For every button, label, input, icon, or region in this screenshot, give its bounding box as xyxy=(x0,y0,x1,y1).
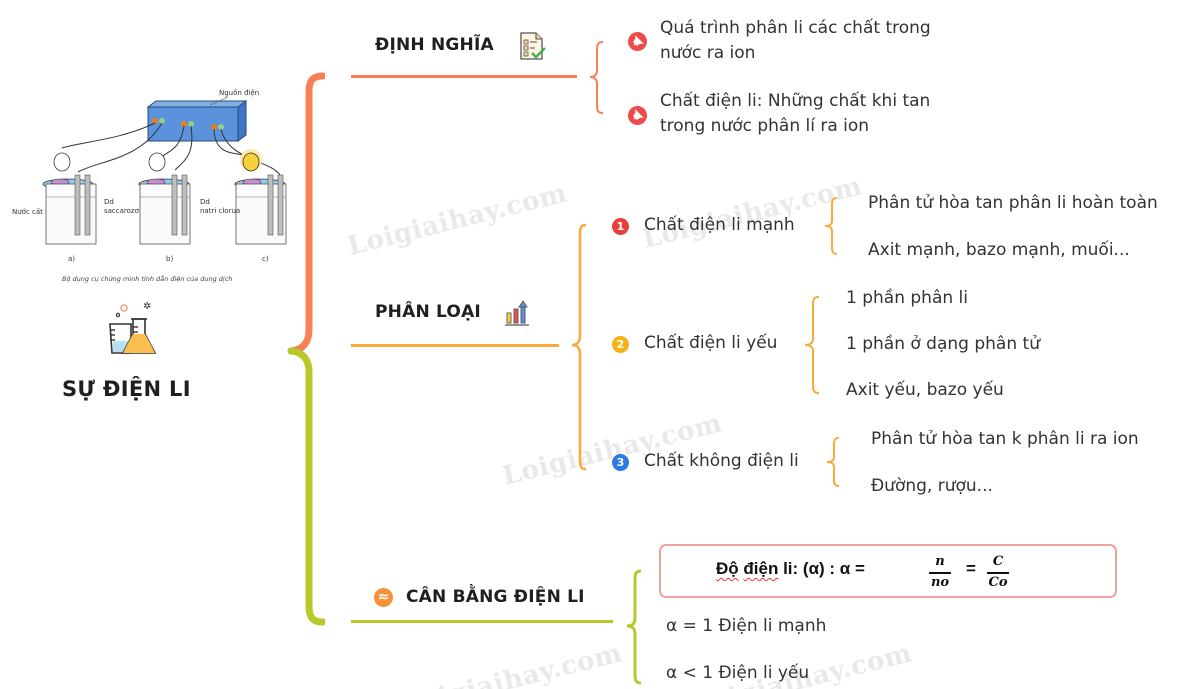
class-strong-detail-2: Axit mạnh, bazo mạnh, muối... xyxy=(868,240,1130,260)
beaker-b-label-1: Dd xyxy=(104,198,114,206)
beaker-b-label-2: saccarozơ xyxy=(104,207,139,215)
pin-icon xyxy=(628,32,647,51)
fraction-2-denominator: Co xyxy=(988,574,1008,590)
fraction-c-over-co: C Co xyxy=(987,554,1009,590)
beaker-c-label-1: Dd xyxy=(200,198,210,206)
fraction-1-numerator: n xyxy=(935,554,945,569)
degree-of-ionization-formula: Độ điện li: (α) : α = n no = C Co xyxy=(659,544,1117,598)
definition-title: ĐỊNH NGHĨA xyxy=(375,35,494,55)
class-weak-bracket xyxy=(804,296,820,394)
watermark: Loigiaihay.com xyxy=(344,178,571,262)
apparatus-drawing xyxy=(42,96,287,245)
class-strong-bracket xyxy=(824,197,838,255)
class-non-bracket xyxy=(826,437,840,487)
class-weak-detail-2: 1 phần ở dạng phân tử xyxy=(846,334,1040,354)
equilibrium-title: CÂN BẰNG ĐIỆN LI xyxy=(406,587,585,607)
beaker-c-tag: c) xyxy=(262,255,269,263)
formula-label: Độ điện li: (α) : α = xyxy=(716,559,865,579)
beaker-a-label: Nước cất xyxy=(12,208,43,216)
definition-item-1-line2: nước ra ion xyxy=(660,43,756,63)
formula-equals: = xyxy=(966,559,976,578)
class-strong-detail-1: Phân tử hòa tan phân li hoàn toàn xyxy=(868,193,1158,213)
root-title: SỰ ĐIỆN LI xyxy=(62,377,191,401)
formula-word-2: điện xyxy=(743,559,779,578)
fraction-2-numerator: C xyxy=(992,554,1004,569)
number-2-icon: 2 xyxy=(612,336,629,353)
beaker-a-tag: a) xyxy=(68,255,76,263)
watermark: Loigiaihay.com xyxy=(499,408,726,492)
definition-item-2-line2: trong nước phân lí ra ion xyxy=(660,116,870,136)
fraction-n-over-no: n no xyxy=(929,554,951,590)
watermark: Loigiaihay.com xyxy=(399,638,626,689)
main-bracket xyxy=(287,72,325,626)
fraction-1-denominator: no xyxy=(930,574,950,590)
number-3-icon: 3 xyxy=(612,454,629,471)
beaker-b-tag: b) xyxy=(166,255,174,263)
class-strong-label: Chất điện li mạnh xyxy=(644,215,795,235)
equilibrium-item-2: α < 1 Điện li yếu xyxy=(666,663,810,683)
class-weak-label: Chất điện li yếu xyxy=(644,333,778,353)
class-non-label: Chất không điện li xyxy=(644,451,799,471)
definition-item-1-line1: Quá trình phân li các chất trong xyxy=(660,18,931,38)
classification-title: PHÂN LOẠI xyxy=(375,302,481,322)
approx-equal-icon: ≈ xyxy=(374,588,393,607)
class-weak-detail-3: Axit yếu, bazo yếu xyxy=(846,380,1004,400)
number-1-icon: 1 xyxy=(612,218,629,235)
equilibrium-item-1: α = 1 Điện li mạnh xyxy=(666,616,827,636)
class-non-detail-1: Phân tử hòa tan k phân li ra ion xyxy=(871,429,1139,449)
beaker-c-label-2: natri clorua xyxy=(200,207,241,215)
class-non-detail-2: Đường, rượu... xyxy=(871,476,993,496)
formula-rest: li: (α) : α = xyxy=(778,559,865,578)
classification-connector xyxy=(351,344,559,347)
definition-item-2-line1: Chất điện li: Những chất khi tan xyxy=(660,91,931,111)
svg-text:✲: ✲ xyxy=(143,301,151,312)
illustration-caption: Bộ dụng cụ chứng minh tính dẫn điện của … xyxy=(62,275,233,283)
class-weak-detail-1: 1 phần phân li xyxy=(846,288,968,308)
formula-word-1: Độ xyxy=(716,559,739,578)
equilibrium-bracket xyxy=(626,569,642,685)
definition-bracket xyxy=(589,41,604,114)
conductivity-illustration: Nguồn điện Nước cất Dd saccarozơ Dd natr… xyxy=(0,80,300,290)
pin-icon xyxy=(628,106,647,125)
power-label: Nguồn điện xyxy=(219,89,260,97)
chemistry-flask-icon: ✲ xyxy=(105,297,160,357)
checklist-icon xyxy=(519,31,547,61)
equilibrium-connector xyxy=(351,620,613,623)
definition-connector xyxy=(351,75,577,78)
bar-chart-icon xyxy=(503,299,531,327)
classification-bracket xyxy=(571,223,587,471)
